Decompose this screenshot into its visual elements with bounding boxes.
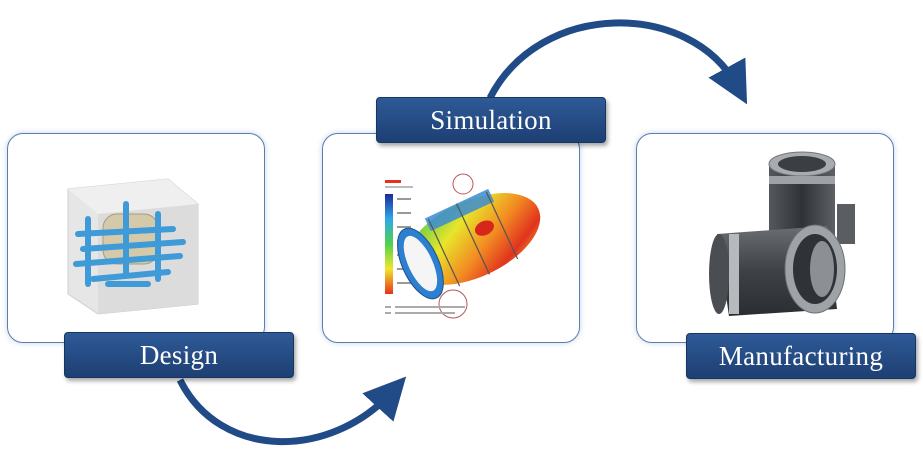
fea-contour-icon (385, 173, 541, 319)
design-label: Design (64, 332, 294, 378)
manufacturing-card (636, 133, 894, 343)
manufacturing-label: Manufacturing (686, 333, 916, 379)
simulation-label: Simulation (376, 97, 606, 143)
cast-pipe-fitting-icon (709, 151, 855, 316)
piping-cube-icon (67, 178, 199, 315)
simulation-card (322, 133, 580, 343)
arrow-design-to-simulation (176, 376, 407, 445)
design-card (7, 133, 265, 343)
arrow-simulation-to-manufacturing (486, 19, 748, 105)
